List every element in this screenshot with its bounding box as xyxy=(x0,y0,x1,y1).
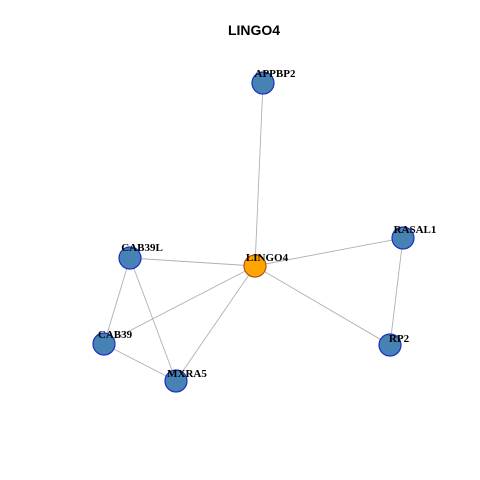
edge-rasal1-rp2 xyxy=(389,237,404,346)
node-label-lingo4: LINGO4 xyxy=(246,252,289,264)
node-label-rasal1: RASAL1 xyxy=(394,224,437,236)
nodes-layer xyxy=(92,71,415,393)
edge-cab39l-cab39 xyxy=(103,257,131,345)
node-mxra5 xyxy=(164,369,188,393)
graph-title: LINGO4 xyxy=(228,22,280,38)
node-label-appbp2: APPBP2 xyxy=(255,68,296,80)
edge-cab39l-mxra5 xyxy=(129,257,177,382)
node-rp2 xyxy=(378,333,402,357)
edge-cab39-mxra5 xyxy=(103,343,177,382)
node-label-mxra5: MXRA5 xyxy=(167,368,207,380)
edge-lingo4-cab39 xyxy=(103,265,256,345)
edge-lingo4-appbp2 xyxy=(254,82,264,267)
edges-layer xyxy=(103,82,404,382)
node-cab39 xyxy=(92,332,116,356)
node-lingo4 xyxy=(243,254,267,278)
node-label-cab39l: CAB39L xyxy=(121,242,163,254)
edge-lingo4-cab39l xyxy=(129,257,256,267)
edge-lingo4-rp2 xyxy=(254,265,391,346)
edge-lingo4-mxra5 xyxy=(175,265,256,382)
node-label-rp2: RP2 xyxy=(389,333,410,345)
edge-lingo4-rasal1 xyxy=(254,237,404,267)
node-appbp2 xyxy=(251,71,275,95)
node-label-cab39: CAB39 xyxy=(98,329,133,341)
node-cab39l xyxy=(118,246,142,270)
node-rasal1 xyxy=(391,226,415,250)
